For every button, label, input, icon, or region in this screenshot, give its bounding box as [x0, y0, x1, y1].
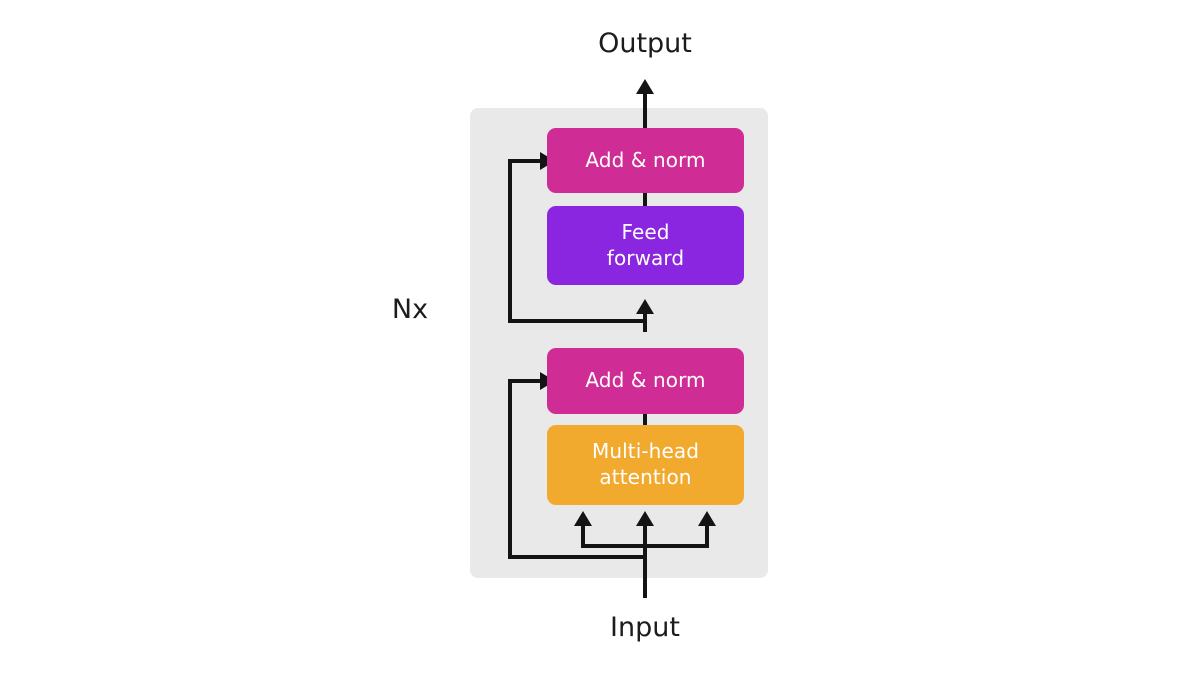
- residual-1-horizontal-top: [508, 379, 542, 383]
- repeat-count-label: Nx: [391, 294, 429, 325]
- feedforward-input-arrowhead-icon: [636, 299, 654, 314]
- block-multi-head-attention[interactable]: Multi-head attention: [547, 425, 744, 505]
- attention-input-arrowhead-center-icon: [636, 511, 654, 526]
- residual-1-horizontal-bottom: [508, 555, 645, 559]
- block-label-line-2: attention: [599, 465, 692, 489]
- output-label: Output: [598, 28, 692, 59]
- residual-2-horizontal-top: [508, 159, 542, 163]
- attention-input-line-left: [581, 524, 585, 546]
- block-label-line-1: Feed: [621, 219, 670, 244]
- block-feed-forward[interactable]: Feed forward: [547, 206, 744, 285]
- block-label-line-1: Multi-head: [591, 439, 700, 464]
- block-label: Add & norm: [585, 368, 706, 393]
- attention-input-line-center: [643, 524, 647, 546]
- block-add-and-norm-top[interactable]: Add & norm: [547, 128, 744, 193]
- output-line: [643, 92, 647, 130]
- feedforward-to-addnorm-line: [643, 190, 647, 210]
- output-arrowhead-icon: [636, 79, 654, 94]
- block-label: Add & norm: [585, 147, 706, 172]
- attention-to-addnorm-line: [643, 410, 647, 430]
- residual-2-horizontal-bottom: [508, 319, 645, 323]
- block-label-line-2: forward: [606, 245, 685, 270]
- attention-input-arrowhead-right-icon: [698, 511, 716, 526]
- attention-input-arrowhead-left-icon: [574, 511, 592, 526]
- input-label: Input: [610, 612, 680, 643]
- addnorm-to-feedforward-line: [643, 312, 647, 332]
- residual-1-vertical: [508, 379, 512, 557]
- residual-2-vertical: [508, 159, 512, 321]
- attention-input-line-right: [705, 524, 709, 546]
- input-trunk-line: [643, 544, 647, 598]
- block-add-and-norm-bottom[interactable]: Add & norm: [547, 348, 744, 414]
